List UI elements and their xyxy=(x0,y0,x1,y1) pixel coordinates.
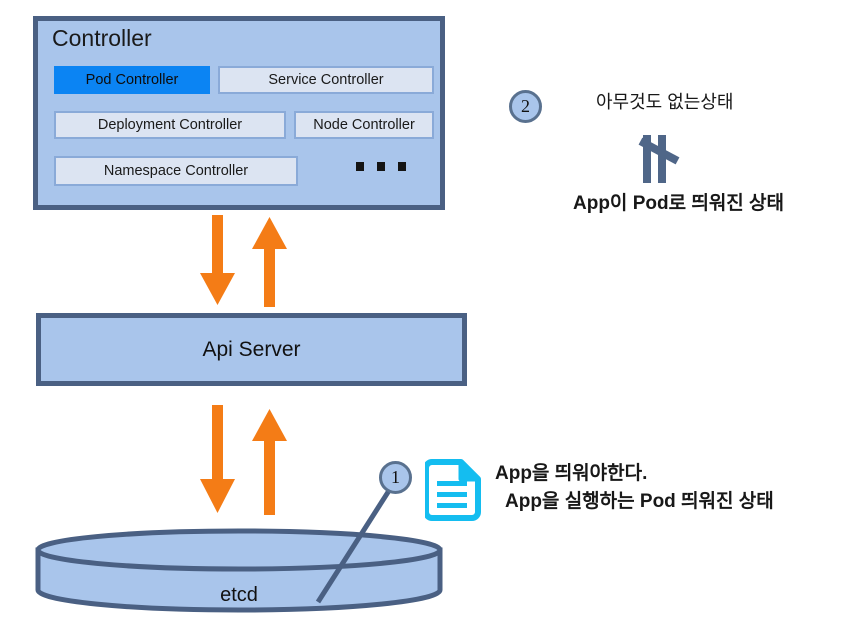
down-arrow-icon xyxy=(200,405,235,513)
badge-one: 1 xyxy=(379,461,412,494)
chip-node-controller[interactable]: Node Controller xyxy=(294,111,434,139)
chip-service-controller[interactable]: Service Controller xyxy=(218,66,434,94)
step-two-text-line-2: App이 Pod로 띄워진 상태 xyxy=(573,193,785,214)
arrows-controller-apiserver xyxy=(200,215,287,307)
chip-namespace-controller[interactable]: Namespace Controller xyxy=(54,156,298,186)
arrows-apiserver-etcd xyxy=(200,405,287,515)
up-arrow-icon xyxy=(252,217,287,307)
api-server-box: Api Server xyxy=(36,313,467,386)
document-icon xyxy=(425,459,481,521)
chip-pod-controller[interactable]: Pod Controller xyxy=(54,66,210,94)
step-one-text-line-2: App을 실행하는 Pod 띄워진 상태 xyxy=(505,491,774,512)
controller-box: Controller Pod Controller Service Contro… xyxy=(33,16,445,210)
down-arrow-glyph-icon xyxy=(638,135,680,183)
ellipsis-dot xyxy=(356,162,364,171)
ellipsis-dot xyxy=(377,162,385,171)
step-two-text-line-1: 아무것도 없는상태 xyxy=(596,92,734,112)
ellipsis-icon xyxy=(356,162,406,171)
down-arrow-icon xyxy=(200,215,235,305)
badge-two: 2 xyxy=(509,90,542,123)
etcd-label: etcd xyxy=(220,584,258,606)
ellipsis-dot xyxy=(398,162,406,171)
step-one-text-line-1: App을 띄워야한다. xyxy=(495,463,648,484)
up-arrow-icon xyxy=(252,409,287,515)
chip-deployment-controller[interactable]: Deployment Controller xyxy=(54,111,286,139)
controller-title: Controller xyxy=(52,25,152,51)
